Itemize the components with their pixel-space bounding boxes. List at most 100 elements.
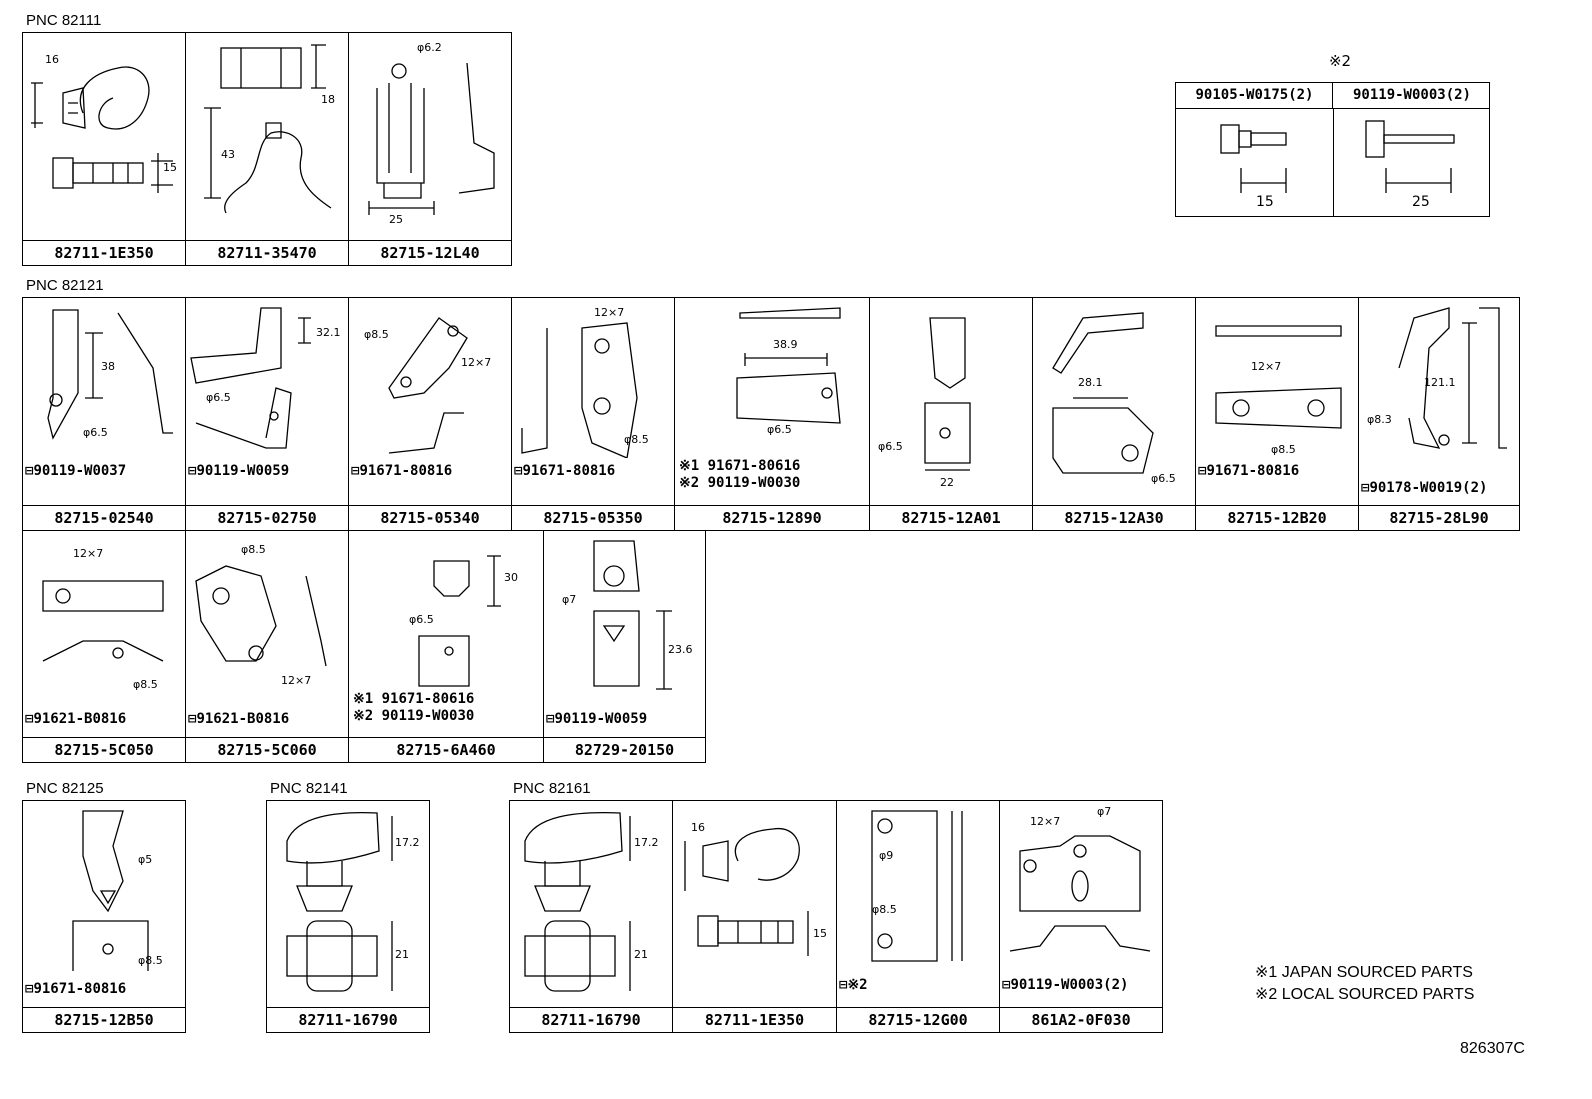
pnc-label-82111: PNC 82111 (26, 12, 102, 29)
dim-phi6-5: φ6.5 (83, 426, 108, 439)
part-cell-82715-28L90[interactable]: 121.1 φ8.3 ⊟90178-W0019(2) 82715-28L90 (1358, 297, 1520, 531)
dim-phi8-5: φ8.5 (364, 328, 389, 341)
bolt-91621-B0816: ⊟91621-B0816 (188, 711, 290, 727)
part-cell-82715-12890[interactable]: 38.9 φ6.5 ※1 91671-80616 ※2 90119-W0030 … (674, 297, 870, 531)
bracket-drawing: φ8.5 12×7 (195, 543, 327, 687)
bracket-drawing: 12×7 φ7 (1009, 805, 1151, 952)
dim-phi8-3: φ8.3 (1367, 413, 1392, 426)
part-number: 82715-5C050 (23, 737, 185, 762)
dim-phi6-5: φ6.5 (878, 440, 903, 453)
legend-col-1: 90105-W0175(2) (1195, 87, 1314, 103)
bolt-91671-80816: ⊟91671-80816 (1198, 463, 1300, 479)
bolt-91671-80616-90119-W0030: ※1 91671-80616 ※2 90119-W0030 (353, 691, 475, 724)
pnc-label-82161: PNC 82161 (513, 780, 591, 797)
bracket-drawing: φ8.5 12×7 (364, 317, 491, 454)
part-cell-82711-35470[interactable]: 18 43 82711-35470 (185, 32, 349, 266)
bracket-drawing: 12×7 φ8.5 (521, 306, 649, 458)
pnc-label-82141: PNC 82141 (270, 780, 348, 797)
bolt-91671-80816: ⊟91671-80816 (25, 981, 127, 997)
part-number: 82715-12L40 (349, 240, 511, 265)
dim-32-1: 32.1 (316, 326, 341, 339)
dim-121-1: 121.1 (1424, 376, 1456, 389)
part-cell-82711-16790-b[interactable]: 17.2 21 82711-16790 (509, 800, 673, 1033)
part-cell-82715-02750[interactable]: 32.1 φ6.5 ⊟90119-W0059 82715-02750 (185, 297, 349, 531)
part-cell-82715-02540[interactable]: 38 φ6.5 ⊟90119-W0037 82715-02540 (22, 297, 186, 531)
dim-phi6-2: φ6.2 (417, 41, 442, 54)
part-cell-82711-16790[interactable]: 17.2 21 82711-16790 (266, 800, 430, 1033)
part-number: 82711-1E350 (673, 1007, 836, 1032)
dim-17-2: 17.2 (395, 836, 420, 849)
clip-drawing: 17.2 21 (524, 811, 659, 992)
dim-phi6-5: φ6.5 (767, 423, 792, 436)
part-number: 82711-1E350 (23, 240, 185, 265)
dim-phi5: φ5 (138, 853, 152, 866)
dim-25: 25 (389, 213, 403, 226)
part-cell-82711-1E350-b[interactable]: 16 15 82711-1E350 (672, 800, 837, 1033)
part-cell-82729-20150[interactable]: φ7 23.6 ⊟90119-W0059 82729-20150 (543, 530, 706, 763)
part-number: 82715-12B20 (1196, 505, 1358, 530)
part-number: 82715-02750 (186, 505, 348, 530)
part-number: 82715-12B50 (23, 1007, 185, 1032)
dim-phi8-5: φ8.5 (1271, 443, 1296, 456)
bracket-drawing: φ6.2 25 (368, 41, 495, 226)
clip-drawing: 16 15 (31, 53, 177, 193)
dim-23-6: 23.6 (668, 643, 693, 656)
part-number: 82715-12G00 (837, 1007, 999, 1032)
bracket-drawing: 12×7 φ8.5 (42, 547, 164, 691)
part-number: 82715-28L90 (1359, 505, 1519, 530)
dim-38-9: 38.9 (773, 338, 798, 351)
part-cell-82711-1E350[interactable]: 16 15 82711-1E350 (22, 32, 186, 266)
part-cell-82715-12L40[interactable]: φ6.2 25 82715-12L40 (348, 32, 512, 266)
bracket-drawing: 28.1 φ6.5 (1052, 312, 1176, 485)
dim-phi7: φ7 (562, 593, 576, 606)
pnc-label-82121: PNC 82121 (26, 277, 104, 294)
dim-21: 21 (634, 948, 648, 961)
legend-dim-25: 25 (1412, 194, 1430, 210)
part-cell-82715-6A460[interactable]: 30 φ6.5 ※1 91671-80616 ※2 90119-W0030 82… (348, 530, 544, 763)
part-cell-82715-12G00[interactable]: φ9 φ8.5 ⊟※2 82715-12G00 (836, 800, 1000, 1033)
illustration-ref-code: 826307C (1460, 1040, 1525, 1057)
clip-drawing: 17.2 21 (286, 811, 420, 992)
legend-mark: ※2 (1328, 52, 1352, 70)
dim-18: 18 (321, 93, 335, 106)
dim-21: 21 (395, 948, 409, 961)
part-cell-82715-12B50[interactable]: φ5 φ8.5 ⊟91671-80816 82715-12B50 (22, 800, 186, 1033)
dim-12x7: 12×7 (73, 547, 103, 560)
part-number: 82715-02540 (23, 505, 185, 530)
part-cell-82715-12A30[interactable]: 28.1 φ6.5 82715-12A30 (1032, 297, 1196, 531)
legend-col-2: 90119-W0003(2) (1352, 87, 1471, 103)
bracket-drawing: 121.1 φ8.3 (1367, 307, 1507, 449)
part-cell-82715-05350[interactable]: 12×7 φ8.5 ⊟91671-80816 82715-05350 (511, 297, 675, 531)
dim-12x7: 12×7 (594, 306, 624, 319)
bracket-drawing: 38 φ6.5 (47, 309, 173, 440)
clip-drawing: 18 43 (204, 44, 335, 214)
bolt-90119-W0059: ⊟90119-W0059 (188, 463, 290, 479)
part-cell-82715-05340[interactable]: φ8.5 12×7 ⊟91671-80816 82715-05340 (348, 297, 512, 531)
legend-bolt-drawings: 15 25 (1220, 120, 1455, 210)
dim-28-1: 28.1 (1078, 376, 1103, 389)
part-number: 82711-35470 (186, 240, 348, 265)
part-cell-861A2-0F030[interactable]: 12×7 φ7 ⊟90119-W0003(2) 861A2-0F030 (999, 800, 1163, 1033)
part-cell-82715-12A01[interactable]: φ6.5 22 82715-12A01 (869, 297, 1033, 531)
part-number: 82729-20150 (544, 737, 705, 762)
dim-12x7: 12×7 (281, 674, 311, 687)
part-number: 82715-6A460 (349, 737, 543, 762)
part-number: 82715-05340 (349, 505, 511, 530)
part-cell-82715-5C060[interactable]: φ8.5 12×7 ⊟91621-B0816 82715-5C060 (185, 530, 349, 763)
part-number: 82715-12A30 (1033, 505, 1195, 530)
note-japan-sourced: ※1 JAPAN SOURCED PARTS (1255, 964, 1473, 981)
part-cell-82715-5C050[interactable]: 12×7 φ8.5 ⊟91621-B0816 82715-5C050 (22, 530, 186, 763)
dim-phi8-5: φ8.5 (624, 433, 649, 446)
dim-12x7: 12×7 (1251, 360, 1281, 373)
part-cell-82715-12B20[interactable]: 12×7 φ8.5 ⊟91671-80816 82715-12B20 (1195, 297, 1359, 531)
bolt-90119-W0037: ⊟90119-W0037 (25, 463, 127, 479)
sourcing-notes: ※1 JAPAN SOURCED PARTS ※2 LOCAL SOURCED … (1255, 962, 1474, 1006)
bolt-90119-W0003: ⊟90119-W0003(2) (1002, 977, 1129, 993)
bracket-drawing: 12×7 φ8.5 (1215, 325, 1342, 456)
bolt-91671-80616-90119-W0030: ※1 91671-80616 ※2 90119-W0030 (679, 458, 801, 491)
part-number: 82715-05350 (512, 505, 674, 530)
bolt-90178-W0019: ⊟90178-W0019(2) (1361, 480, 1488, 496)
part-number: 861A2-0F030 (1000, 1007, 1162, 1032)
dim-phi6-5: φ6.5 (1151, 472, 1176, 485)
part-number: 82715-12890 (675, 505, 869, 530)
